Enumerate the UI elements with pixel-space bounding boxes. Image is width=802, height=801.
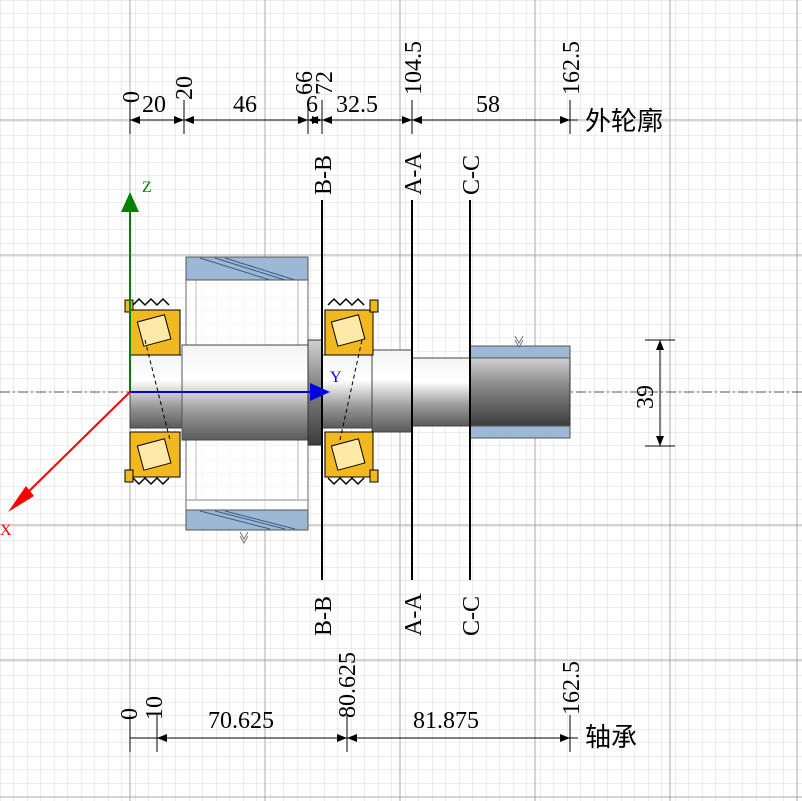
gear-marker-icon xyxy=(239,531,249,545)
bearing-pos-0: 0 xyxy=(117,708,143,720)
bearing-left[interactable] xyxy=(124,297,181,486)
outline-dimension-group: 0 20 66 72 104.5 162.5 20 46 6 32.5 58 外… xyxy=(119,41,663,137)
axis-label-y: Y xyxy=(330,369,342,386)
section-label-cc-top: C-C xyxy=(459,155,485,195)
x-arrow-icon xyxy=(8,486,34,512)
axis-triad: Z Y X xyxy=(0,179,342,539)
bearing-pos-3: 162.5 xyxy=(559,661,585,715)
section-label-bb-top: B-B xyxy=(311,155,337,195)
outline-pos-5: 162.5 xyxy=(559,41,585,95)
diameter-dimension-group: 39 xyxy=(633,339,675,447)
section-labels: B-B A-A C-C B-B A-A C-C xyxy=(311,152,485,636)
axis-label-x: X xyxy=(0,522,12,539)
outline-pos-3: 72 xyxy=(312,71,338,95)
bearing-right[interactable] xyxy=(324,297,379,486)
z-arrow-icon xyxy=(121,192,139,212)
gear-bottom-band xyxy=(185,509,309,531)
y-arrow-icon xyxy=(310,383,330,401)
bearing-pos-1: 10 xyxy=(142,696,168,720)
coupling-marker-icon xyxy=(514,335,524,349)
section-label-aa-top: A-A xyxy=(401,152,427,195)
outline-pos-2: 66 xyxy=(292,71,318,95)
coupling[interactable] xyxy=(469,335,571,439)
section-label-bb-bottom: B-B xyxy=(311,596,337,636)
section-label-aa-bottom: A-A xyxy=(401,593,427,636)
outline-pos-0: 0 xyxy=(119,91,145,103)
bearing-dimension-group: 0 10 80.625 162.5 70.625 81.875 轴承 xyxy=(117,652,637,753)
outline-seg-0: 20 xyxy=(142,92,166,118)
outline-seg-4: 58 xyxy=(476,92,500,118)
bearing-label: 轴承 xyxy=(585,723,637,753)
bearing-seg-0: 70.625 xyxy=(208,708,274,734)
outline-pos-4: 104.5 xyxy=(401,41,427,95)
bearing-seg-1: 81.875 xyxy=(413,708,479,734)
diameter-value: 39 xyxy=(633,385,659,409)
section-label-cc-bottom: C-C xyxy=(459,596,485,636)
axis-label-z: Z xyxy=(142,179,152,196)
outline-label: 外轮廓 xyxy=(585,107,663,137)
outline-seg-2: 6 xyxy=(306,92,318,118)
bearing-pos-2: 80.625 xyxy=(335,652,361,718)
outline-pos-1: 20 xyxy=(172,76,198,100)
outline-seg-3: 32.5 xyxy=(336,92,378,118)
outline-seg-1: 46 xyxy=(233,92,257,118)
